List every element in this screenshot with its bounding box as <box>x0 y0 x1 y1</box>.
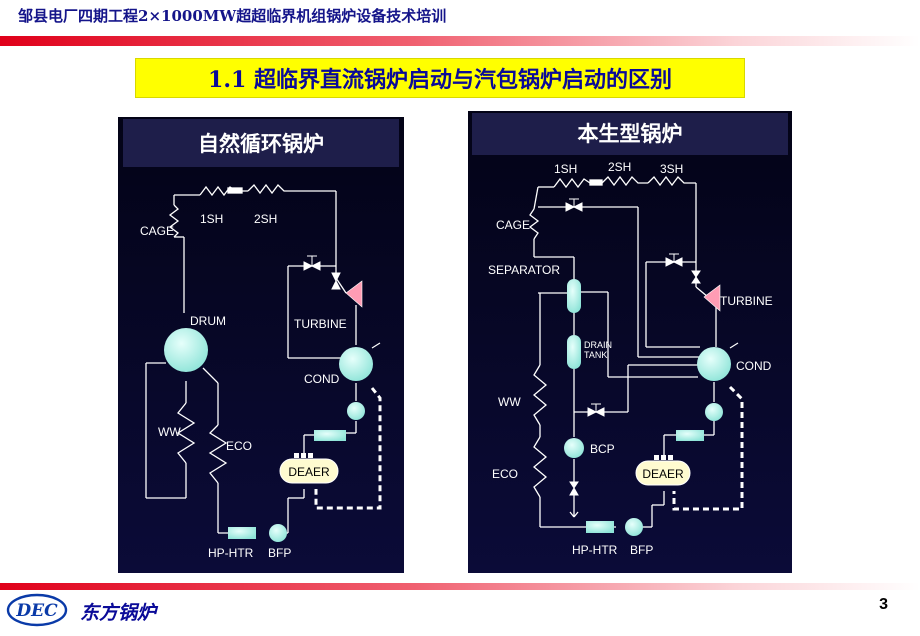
left-label-cage: CAGE <box>140 224 174 238</box>
right-label-eco: ECO <box>492 467 518 481</box>
right-label-tank: TANK <box>584 350 607 360</box>
right-label-cond: COND <box>736 359 772 373</box>
dec-logo: DEC <box>6 592 72 632</box>
left-label-1sh: 1SH <box>200 212 223 226</box>
left-label-cond: COND <box>304 372 340 386</box>
natural-circulation-diagram: 自然循环锅炉 <box>118 113 404 573</box>
right-panel-title: 本生型锅炉 <box>578 122 683 146</box>
logo-text: DEC <box>15 601 58 621</box>
left-label-bfp: BFP <box>268 546 291 560</box>
slide-title: 1.1 超临界直流锅炉启动与汽包锅炉启动的区别 <box>208 67 672 93</box>
benson-boiler-diagram: 本生型锅炉 <box>468 107 792 573</box>
right-label-1sh: 1SH <box>554 162 577 176</box>
footer-red-bar <box>0 583 920 590</box>
right-label-3sh: 3SH <box>660 162 683 176</box>
right-label-2sh: 2SH <box>608 160 631 174</box>
right-label-ww: WW <box>498 395 521 409</box>
left-label-hp-htr: HP-HTR <box>208 546 254 560</box>
header-title: 邹县电厂四期工程2×1000MW超超临界机组锅炉设备技术培训 <box>18 7 447 25</box>
right-label-drain: DRAIN <box>584 340 612 350</box>
left-label-turbine: TURBINE <box>294 317 347 331</box>
right-label-separator: SEPARATOR <box>488 263 560 277</box>
right-label-bcp: BCP <box>590 442 615 456</box>
left-label-deaer: DEAER <box>288 465 330 479</box>
left-label-2sh: 2SH <box>254 212 277 226</box>
right-label-turbine: TURBINE <box>720 294 773 308</box>
header-red-bar <box>0 36 920 46</box>
right-label-cage: CAGE <box>496 218 530 232</box>
left-label-ww: WW <box>158 425 181 439</box>
right-label-bfp: BFP <box>630 543 653 557</box>
slide-title-box: 1.1 超临界直流锅炉启动与汽包锅炉启动的区别 <box>135 58 745 98</box>
page-number: 3 <box>879 596 888 613</box>
left-label-eco: ECO <box>226 439 252 453</box>
company-name: 东方锅炉 <box>80 602 157 624</box>
left-label-drum: DRUM <box>190 314 226 328</box>
right-label-deaer: DEAER <box>642 467 684 481</box>
right-label-hp-htr: HP-HTR <box>572 543 618 557</box>
left-panel-title: 自然循环锅炉 <box>198 132 324 156</box>
